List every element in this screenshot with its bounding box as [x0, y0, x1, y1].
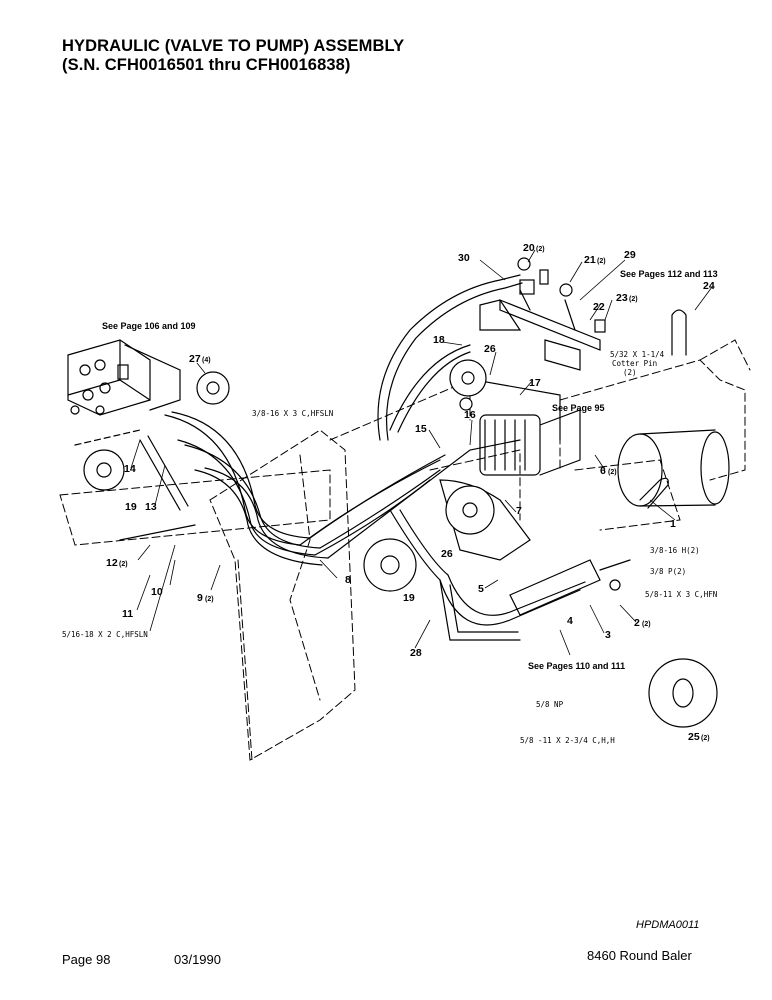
- callout-20: 20: [523, 242, 535, 254]
- callout-6-qty: (2): [608, 469, 617, 476]
- note-bolt-58-11x3: 5/8-11 X 3 C,HFN: [645, 590, 717, 599]
- note-bolt-58-11x234: 5/8 -11 X 2-3/4 C,H,H: [520, 736, 615, 745]
- page-number: Page 98: [62, 952, 111, 967]
- callout-10: 10: [151, 586, 163, 598]
- callout-23: 23: [616, 292, 628, 304]
- callout-1: 1: [670, 518, 676, 530]
- callout-9-qty: (2): [205, 596, 214, 603]
- note-bolt-516-18x2: 5/16-18 X 2 C,HFSLN: [62, 630, 148, 639]
- callout-6: 6: [600, 465, 606, 477]
- detail-circle-19-left: [83, 449, 125, 491]
- fitting-20: [517, 257, 531, 271]
- drawing-code: HPDMA0011: [636, 919, 700, 931]
- u-bolt-24: [671, 309, 687, 356]
- callout-29: 29: [624, 249, 636, 261]
- serial-range: (S.N. CFH0016501 thru CFH0016838): [62, 56, 351, 74]
- callout-15: 15: [415, 423, 427, 435]
- callout-18: 18: [433, 334, 445, 346]
- note-cotter-pin-qty: (2): [623, 368, 637, 377]
- hose-30: [377, 274, 523, 441]
- callout-24: 24: [703, 280, 715, 292]
- callout-7: 7: [516, 505, 522, 517]
- callout-12-qty: (2): [119, 561, 128, 568]
- callout-2: 2: [634, 617, 640, 629]
- callout-16: 16: [464, 409, 476, 421]
- callout-2-qty: (2): [642, 621, 651, 628]
- callout-28: 28: [410, 647, 422, 659]
- hose-18: [389, 344, 471, 433]
- callout-27-qty: (4): [202, 357, 211, 364]
- note-see-pages-110-111: See Pages 110 and 111: [528, 661, 625, 671]
- callout-12: 12: [106, 557, 118, 569]
- callout-9: 9: [197, 592, 203, 604]
- note-see-pages-112-113: See Pages 112 and 113: [620, 269, 718, 279]
- note-cotter-pin: Cotter Pin: [612, 359, 657, 368]
- note-nut-58: 5/8 NP: [536, 700, 564, 709]
- callout-14: 14: [124, 463, 136, 475]
- return-hose-28: [389, 509, 586, 641]
- detail-circle-25: [648, 658, 718, 728]
- control-valve-block: [67, 339, 181, 416]
- lever-1: [639, 477, 669, 509]
- callout-25-qty: (2): [701, 735, 710, 742]
- detail-circle-26-pump: [445, 485, 495, 535]
- callout-19-left: 19: [125, 501, 137, 513]
- manifold-tube: [479, 269, 606, 371]
- detail-circle-26-top: [449, 359, 487, 397]
- page-title: HYDRAULIC (VALVE TO PUMP) ASSEMBLY: [62, 37, 405, 55]
- callout-labels: 1 2 (2) 3 4 5 6 (2) 7 8 9 (2) 10 11 12 (…: [106, 242, 715, 743]
- callout-3: 3: [605, 629, 611, 641]
- callout-11: 11: [122, 608, 133, 620]
- callout-26-pump: 26: [441, 548, 453, 560]
- detail-circle-19-mid: [363, 538, 417, 592]
- callout-8: 8: [345, 574, 351, 586]
- callout-22: 22: [593, 301, 605, 313]
- model-name: 8460 Round Baler: [587, 948, 692, 963]
- callout-26-top: 26: [484, 343, 496, 355]
- fitting-21: [559, 283, 573, 297]
- callout-30: 30: [458, 252, 470, 264]
- detail-circle-27: [196, 371, 230, 405]
- revision-date: 03/1990: [174, 952, 221, 967]
- note-washer-38: 3/8 P(2): [650, 567, 686, 576]
- hose-bundle: [164, 411, 521, 566]
- pto-shaft: [617, 429, 730, 507]
- callout-21: 21: [584, 254, 596, 266]
- note-nut-38-16: 3/8-16 H(2): [650, 546, 700, 555]
- hydraulic-cylinder: [509, 559, 631, 616]
- link-rod: [119, 435, 196, 541]
- note-cotter-pin-size: 5/32 X 1-1/4: [610, 350, 665, 359]
- callout-20-qty: (2): [536, 246, 545, 253]
- bolt-head-26: [459, 397, 473, 411]
- callout-19-mid: 19: [403, 592, 415, 604]
- callout-5: 5: [478, 583, 484, 595]
- callout-23-qty: (2): [629, 296, 638, 303]
- callout-17: 17: [529, 377, 541, 389]
- note-see-page-106-109: See Page 106 and 109: [102, 321, 196, 331]
- callout-27: 27: [189, 353, 201, 365]
- callout-4: 4: [567, 615, 573, 627]
- callout-13: 13: [145, 501, 157, 513]
- note-see-page-95: See Page 95: [552, 403, 605, 413]
- note-bolt-38-16x3: 3/8-16 X 3 C,HFSLN: [252, 409, 333, 418]
- baler-frame: [59, 339, 751, 761]
- callout-25: 25: [688, 731, 700, 743]
- callout-21-qty: (2): [597, 258, 606, 265]
